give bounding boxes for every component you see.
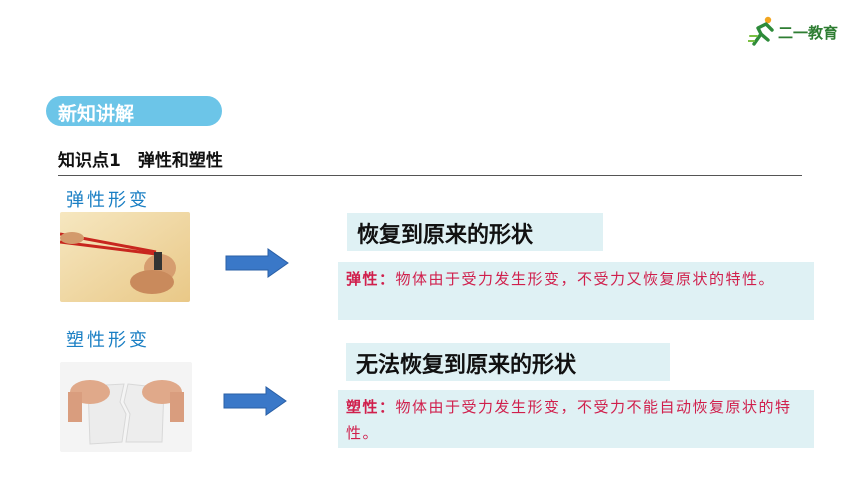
elastic-answer-box: 恢复到原来的形状 [347,213,603,251]
right-arrow-icon [225,248,289,278]
plastic-definition: 塑性：物体由于受力发生形变，不受力不能自动恢复原状的特性。 [346,394,806,446]
section-label-pill: 新知讲解 [46,96,222,126]
elastic-photo [60,212,190,302]
plastic-definition-text: 物体由于受力发生形变，不受力不能自动恢复原状的特性。 [346,398,792,442]
plastic-photo [60,362,192,452]
plastic-answer-box: 无法恢复到原来的形状 [346,343,670,381]
slingshot-image [60,212,190,302]
logo-text: 二一教育 [778,24,839,42]
elastic-definition: 弹性：物体由于受力发生形变，不受力又恢复原状的特性。 [346,266,806,292]
elastic-answer: 恢复到原来的形状 [357,223,534,248]
torn-paper-image [60,362,192,452]
plastic-answer: 无法恢复到原来的形状 [356,353,577,378]
elastic-heading: 弹性形变 [66,190,150,211]
brand-logo: 二一教育 [748,14,848,48]
title-divider [58,175,802,176]
right-arrow-icon [223,386,287,416]
elastic-term: 弹性： [346,270,396,288]
plastic-term: 塑性： [346,398,396,416]
section-label: 新知讲解 [58,103,135,125]
knowledge-point-title: 知识点1 弹性和塑性 [58,151,223,171]
plastic-definition-box: 塑性：物体由于受力发生形变，不受力不能自动恢复原状的特性。 [338,390,814,448]
runner-icon [748,16,774,46]
elastic-definition-text: 物体由于受力发生形变，不受力又恢复原状的特性。 [395,270,776,288]
elastic-definition-box: 弹性：物体由于受力发生形变，不受力又恢复原状的特性。 [338,262,814,320]
plastic-heading: 塑性形变 [66,330,150,351]
